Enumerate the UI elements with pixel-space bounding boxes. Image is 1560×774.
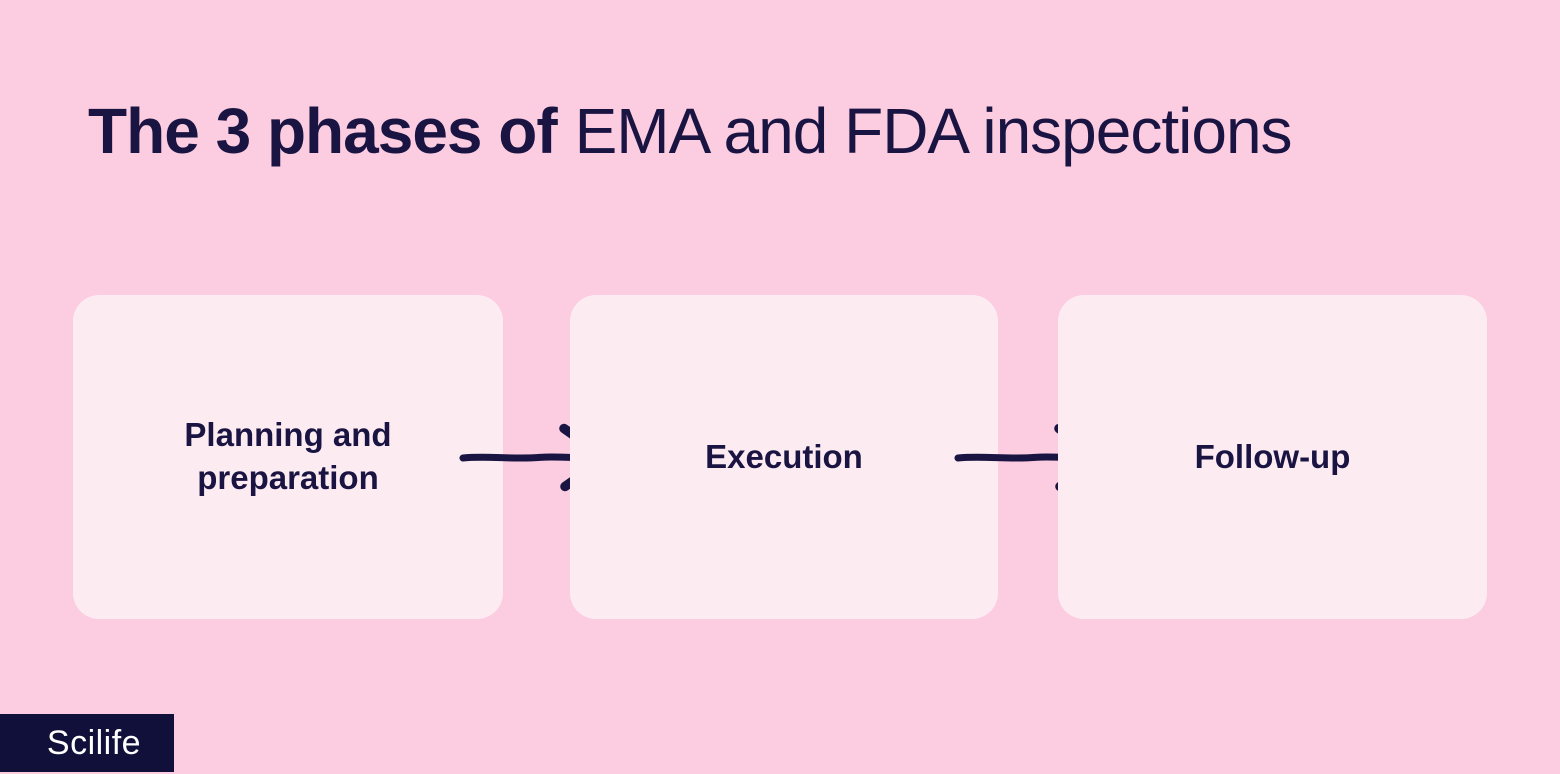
phase-card-follow-up: Follow-up bbox=[1058, 295, 1487, 619]
title-regular-part: EMA and FDA inspections bbox=[574, 95, 1293, 167]
scilife-logo-text: Scilife bbox=[46, 723, 142, 762]
title-bold-part: The 3 phases of bbox=[88, 95, 558, 167]
phase-label: Execution bbox=[705, 437, 863, 475]
scilife-logo: Scilife bbox=[0, 714, 174, 772]
phase-card-planning-and-preparation: Planning and preparation bbox=[73, 295, 503, 619]
phase-label: Planning and preparation bbox=[184, 416, 392, 496]
phase-label: Follow-up bbox=[1194, 437, 1351, 475]
phase-card-execution: Execution bbox=[570, 295, 998, 619]
